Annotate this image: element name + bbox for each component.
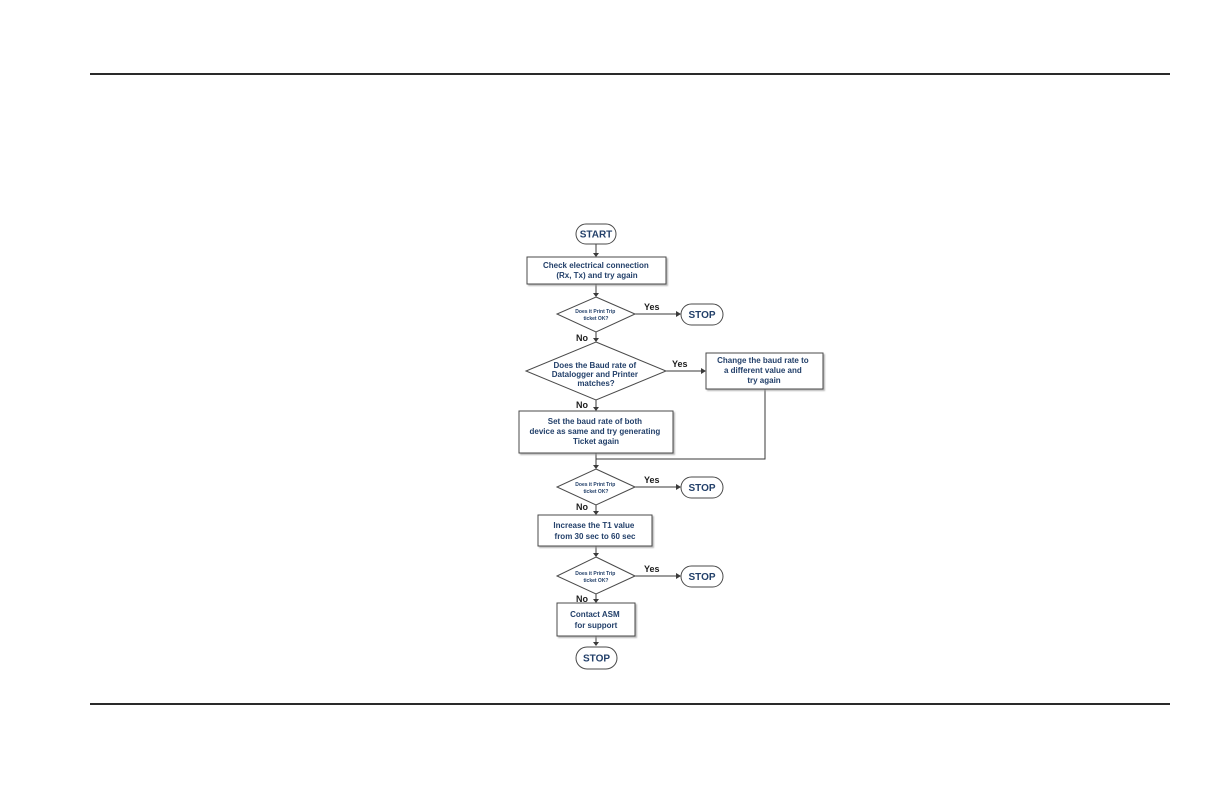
stop-terminal-final: STOP — [575, 646, 618, 670]
arrowhead — [593, 338, 599, 342]
decision-print-ok-2: Does it Print Trip ticket OK? — [555, 468, 637, 506]
no-label-3: No — [576, 502, 588, 512]
stop-terminal-3: STOP — [680, 565, 724, 588]
stop-2-label: STOP — [688, 483, 715, 494]
no-label-1: No — [576, 333, 588, 343]
stop-terminal-2: STOP — [680, 476, 724, 499]
yes-label-4: Yes — [644, 564, 660, 574]
svg-text:Set the baud rate of both: Set the baud rate of both device as same… — [530, 417, 663, 446]
arrowhead — [593, 407, 599, 411]
check-connection-line-2: (Rx, Tx) and try again — [556, 271, 637, 280]
decision-2-line-2: Datalogger and Printer — [552, 370, 638, 379]
connector-change-merge — [596, 389, 766, 460]
svg-text:Does the Baud rate of Da: Does the Baud rate of Datalogger and Pri… — [552, 361, 640, 388]
decision-4-line-1: Does it Print Trip — [575, 571, 615, 577]
decision-3-line-1: Does it Print Trip — [575, 482, 615, 488]
arrowhead — [676, 311, 681, 317]
change-baud-line-3: try again — [747, 376, 780, 385]
svg-text:Increase the T1 value fr: Increase the T1 value from 30 sec to 60 … — [553, 521, 636, 541]
change-baud-line-2: a different value and — [724, 366, 802, 375]
increase-t1-box: Increase the T1 value from 30 sec to 60 … — [537, 514, 653, 547]
arrowhead — [593, 599, 599, 603]
change-baud-box: Change the baud rate to a different valu… — [705, 352, 824, 390]
svg-text:Change the baud rate to: Change the baud rate to a different valu… — [717, 356, 811, 385]
set-baud-line-3: Ticket again — [573, 437, 619, 446]
change-baud-line-1: Change the baud rate to — [717, 356, 809, 365]
decision-4-line-2: ticket OK? — [583, 578, 608, 584]
decision-1-line-1: Does it Print Trip — [575, 309, 615, 315]
svg-text:Check electrical connection: Check electrical connection (Rx, Tx) and… — [543, 261, 651, 280]
arrowhead — [676, 573, 681, 579]
no-label-4: No — [576, 594, 588, 604]
decision-2-line-3: matches? — [577, 379, 614, 388]
decision-2-line-1: Does the Baud rate of — [554, 361, 637, 370]
arrowhead — [593, 253, 599, 257]
yes-label-1: Yes — [644, 302, 660, 312]
decision-print-ok-3: Does it Print Trip ticket OK? — [555, 556, 637, 595]
stop-3-label: STOP — [688, 572, 715, 583]
arrowhead — [676, 484, 681, 490]
arrowhead — [593, 465, 599, 469]
start-terminal: START — [575, 223, 617, 245]
no-label-2: No — [576, 400, 588, 410]
yes-label-3: Yes — [644, 475, 660, 485]
svg-text:Contact ASM for support: Contact ASM for support — [570, 610, 622, 630]
check-connection-line-1: Check electrical connection — [543, 261, 649, 270]
start-label: START — [580, 230, 613, 241]
arrowhead — [593, 511, 599, 515]
decision-3-line-2: ticket OK? — [583, 489, 608, 495]
contact-asm-box: Contact ASM for support — [556, 602, 636, 637]
increase-t1-line-2: from 30 sec to 60 sec — [555, 532, 636, 541]
connectors — [593, 244, 766, 646]
arrowhead — [593, 642, 599, 646]
decision-print-ok-1: Does it Print Trip ticket OK? — [555, 296, 637, 333]
stop-terminal-1: STOP — [680, 303, 724, 326]
increase-t1-line-1: Increase the T1 value — [553, 521, 634, 530]
decision-1-line-2: ticket OK? — [583, 316, 608, 322]
svg-text:Does it Print Trip ticke: Does it Print Trip ticket OK? — [575, 309, 616, 322]
yes-label-2: Yes — [672, 359, 688, 369]
contact-asm-line-1: Contact ASM — [570, 610, 620, 619]
stop-1-label: STOP — [688, 310, 715, 321]
top-rule — [90, 73, 1170, 75]
decision-baud-rate: Does the Baud rate of Datalogger and Pri… — [524, 341, 668, 401]
svg-text:Does it Print Trip ticke: Does it Print Trip ticket OK? — [575, 482, 616, 495]
contact-asm-line-2: for support — [575, 621, 618, 630]
arrowhead — [701, 368, 706, 374]
set-baud-line-1: Set the baud rate of both — [548, 417, 642, 426]
arrowhead — [593, 293, 599, 297]
bottom-rule — [90, 703, 1170, 705]
set-baud-line-2: device as same and try generating — [530, 427, 661, 436]
arrowhead — [593, 553, 599, 557]
stop-final-label: STOP — [583, 654, 610, 665]
set-baud-box: Set the baud rate of both device as same… — [518, 410, 674, 454]
check-connection-box: Check electrical connection (Rx, Tx) and… — [526, 256, 667, 285]
svg-text:Does it Print Trip ticke: Does it Print Trip ticket OK? — [575, 571, 616, 584]
